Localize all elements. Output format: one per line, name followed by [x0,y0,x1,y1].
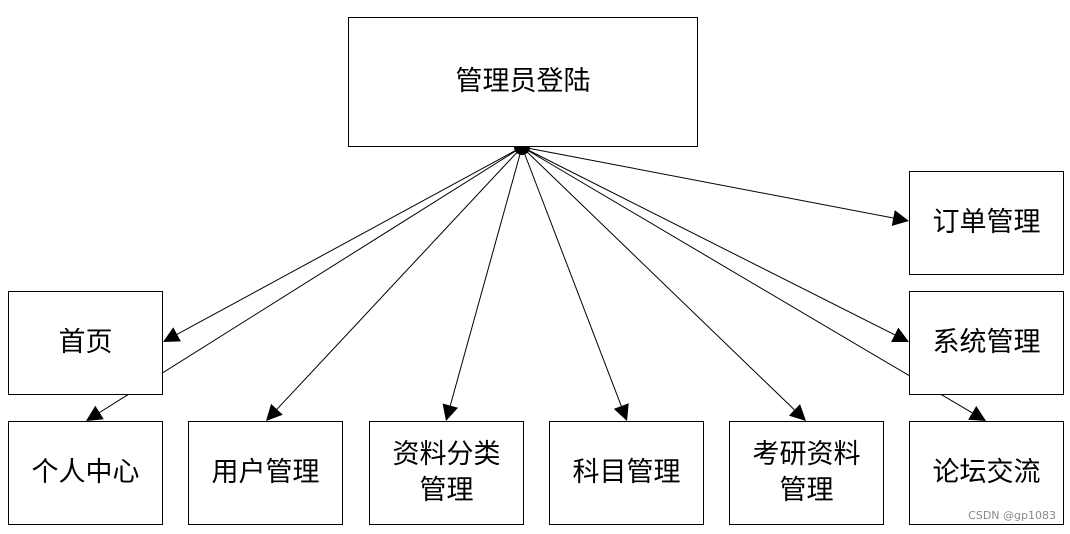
arrowhead-user [266,403,283,421]
arrowhead-personal [86,405,104,421]
edge-root-to-forum [521,146,973,414]
node-system-management: 系统管理 [909,291,1064,395]
node-user-management: 用户管理 [188,421,343,525]
watermark: CSDN @gp1083 [968,509,1056,522]
node-home-label: 首页 [58,327,113,358]
node-category-management: 资料分类 管理 [369,421,524,525]
arrowhead-material [788,404,806,421]
node-category-label-line1: 资料分类 [392,439,501,470]
edge-root-to-personal [99,146,523,413]
node-forum: 论坛交流 [909,421,1064,525]
node-user-label: 用户管理 [211,457,320,488]
edge-group [86,146,986,421]
node-material-label-line1: 考研资料 [752,439,861,470]
arrowhead-category [442,403,458,421]
edge-root-to-system [521,146,895,336]
edge-root-to-order [521,146,894,219]
edge-root-to-material [521,146,795,411]
edge-root-to-subject [521,146,622,407]
node-order-management: 订单管理 [909,171,1064,275]
node-home: 首页 [8,291,163,395]
node-material-label-line2: 管理 [779,475,834,506]
node-root-admin-login: 管理员登陆 [348,17,698,147]
node-forum-label: 论坛交流 [932,457,1041,488]
arrowhead-subject [613,403,629,421]
arrowhead-order [891,210,909,226]
node-subject-management: 科目管理 [549,421,704,525]
node-category-label-line2: 管理 [419,475,474,506]
node-personal-label: 个人中心 [31,457,140,488]
node-order-label: 订单管理 [932,207,1041,238]
node-system-label: 系统管理 [932,327,1041,358]
node-material-management: 考研资料 管理 [729,421,884,525]
arrowhead-forum [968,405,986,421]
edge-root-to-home [176,146,523,335]
node-root-label: 管理员登陆 [455,66,591,97]
node-subject-label: 科目管理 [572,457,681,488]
arrowhead-system [891,327,909,342]
edge-root-to-user [276,146,523,410]
edge-root-to-category [449,146,523,406]
arrowhead-home [163,327,181,342]
node-personal-center: 个人中心 [8,421,163,525]
